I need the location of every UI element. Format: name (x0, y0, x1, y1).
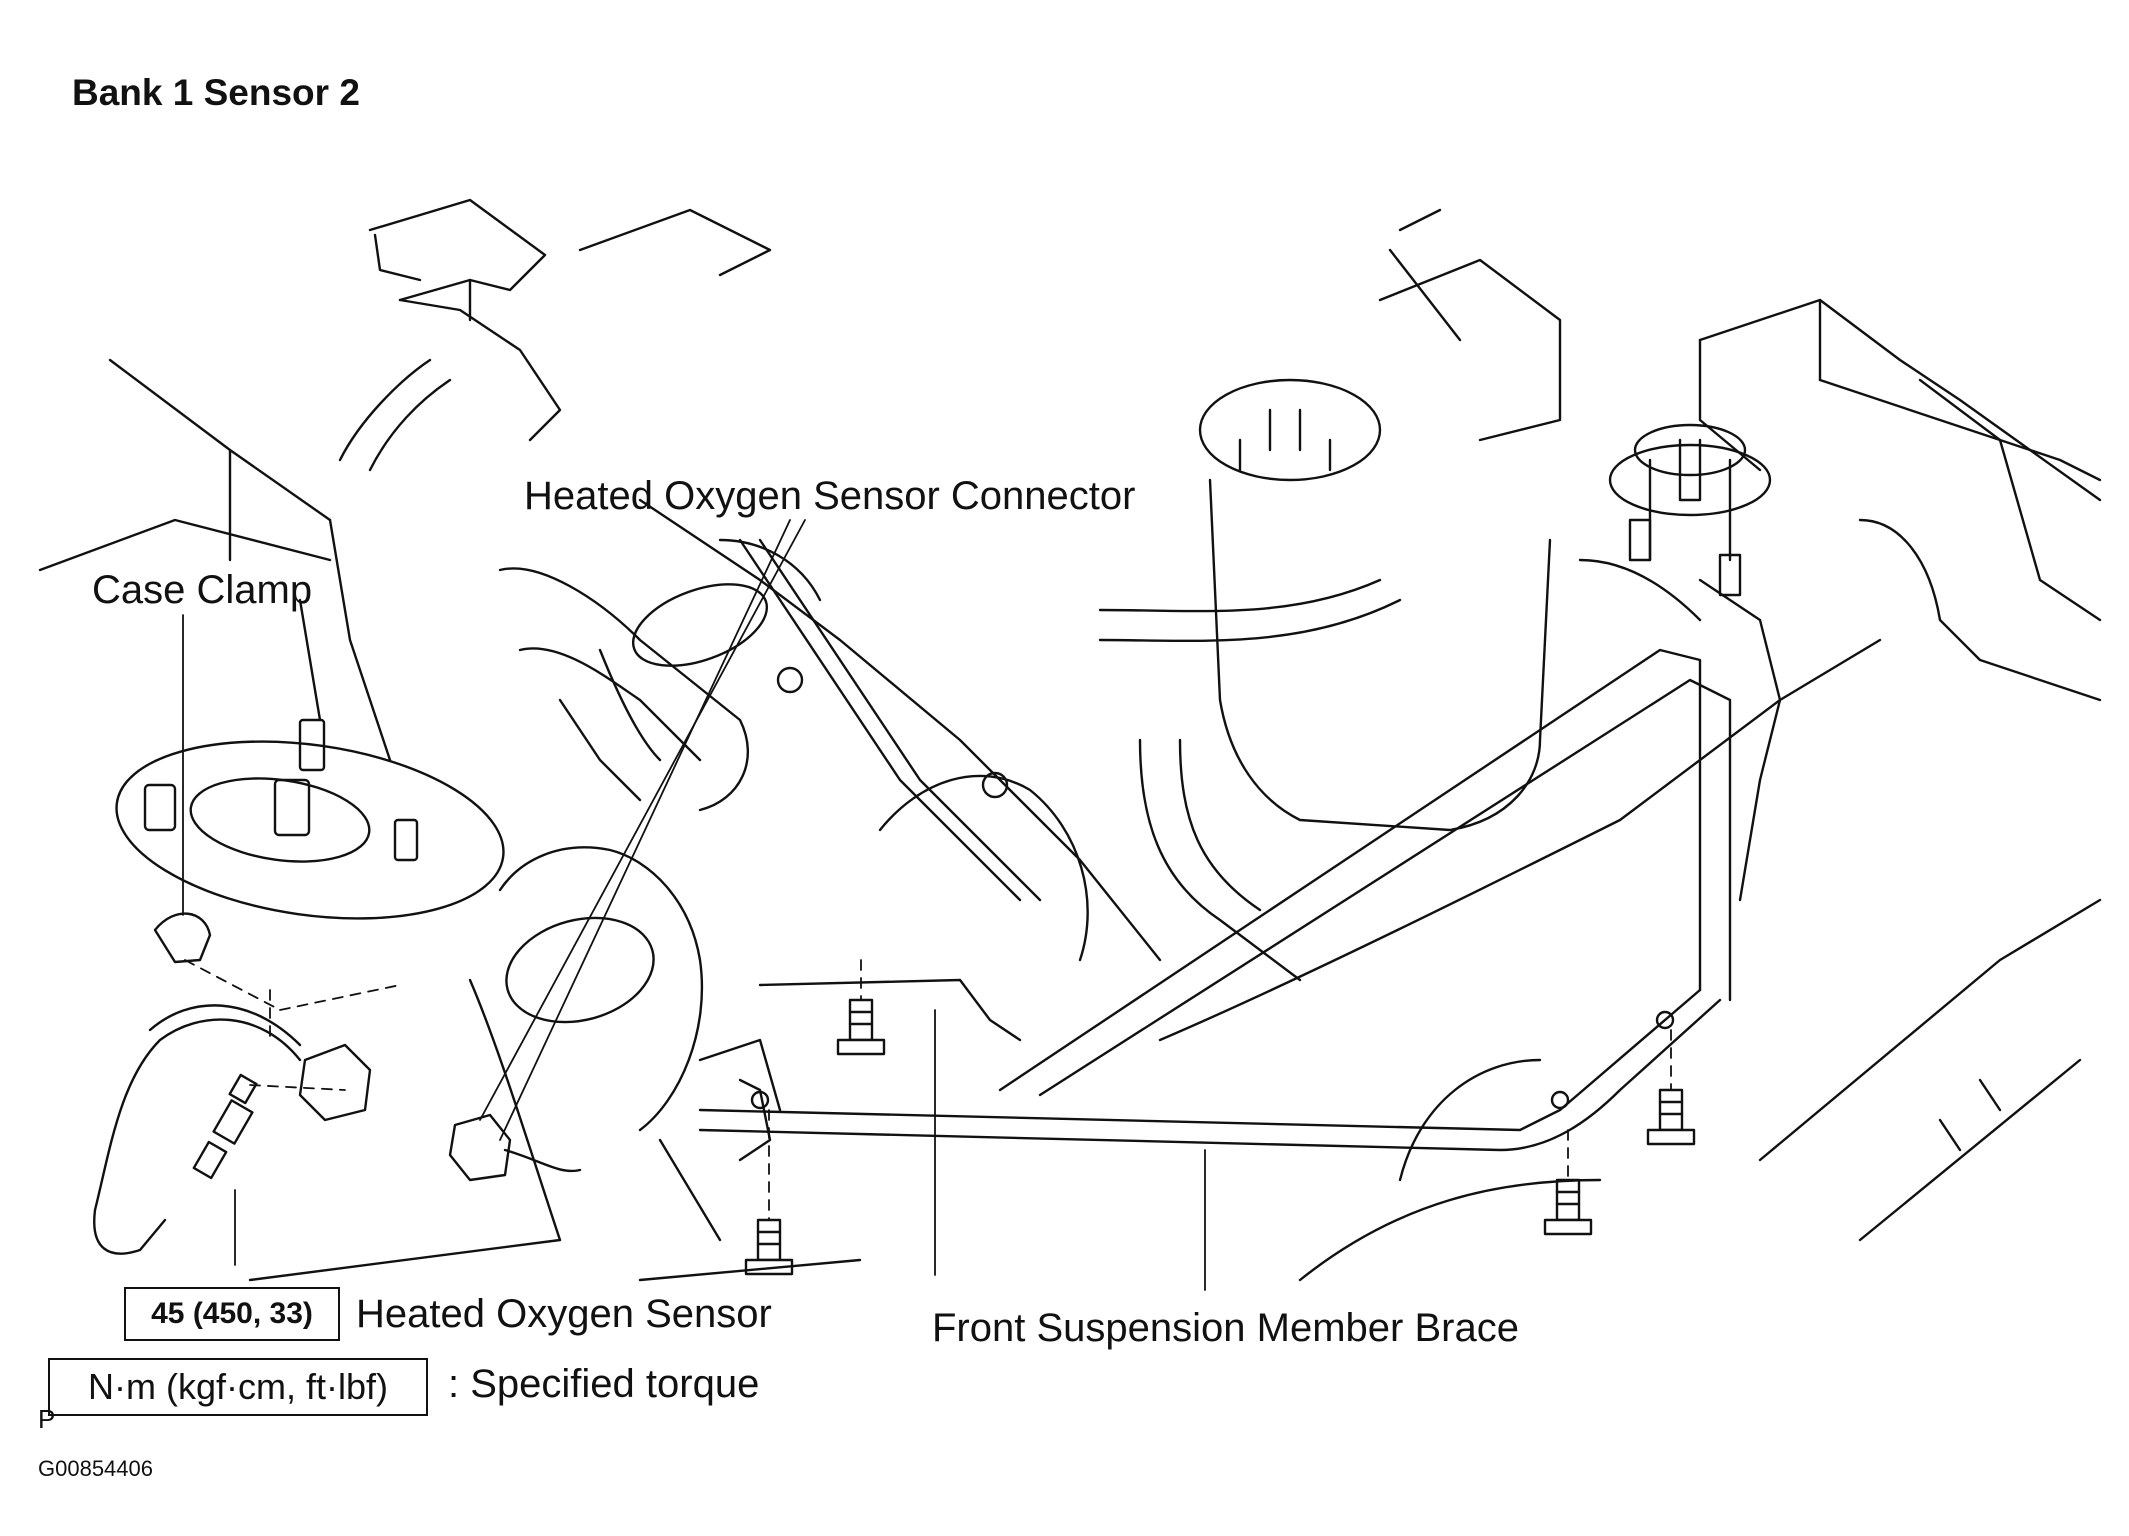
torque-value-box: 45 (450, 33) (124, 1287, 340, 1341)
page-marker: P (38, 1404, 56, 1434)
reservoir (1198, 208, 1562, 832)
label-heated-oxygen-sensor-connector: Heated Oxygen Sensor Connector (524, 474, 1136, 518)
front-suspension-member-brace (698, 648, 1732, 1162)
torque-unit-legend-box: N·m (kgf·cm, ft·lbf) (48, 1358, 428, 1416)
exhaust-pipe (468, 498, 1162, 1242)
rear-mount-bracket (1608, 423, 1772, 597)
engine-block-right (1578, 298, 2102, 902)
label-heated-oxygen-sensor: Heated Oxygen Sensor (356, 1292, 772, 1336)
torque-value: 45 (450, 33) (151, 1297, 313, 1330)
brace-bolts (744, 959, 1696, 1276)
label-specified-torque: : Specified torque (448, 1362, 760, 1406)
bolt-3 (1543, 1178, 1593, 1236)
case-clamp-detail (115, 718, 505, 1011)
engine-block-left (38, 198, 772, 762)
label-front-suspension-member-brace: Front Suspension Member Brace (932, 1306, 1519, 1350)
underbody-lines (248, 638, 2102, 1282)
bolt-4 (1646, 1088, 1696, 1146)
hoses (338, 358, 1402, 982)
torque-unit-legend: N·m (kgf·cm, ft·lbf) (88, 1366, 388, 1407)
bolt-1 (836, 998, 886, 1056)
label-case-clamp: Case Clamp (92, 568, 313, 612)
figure-id: G00854406 (38, 1456, 153, 1481)
leader-lines (182, 519, 1206, 1291)
page-title: Bank 1 Sensor 2 (72, 72, 360, 113)
heated-oxygen-sensor (93, 989, 582, 1255)
